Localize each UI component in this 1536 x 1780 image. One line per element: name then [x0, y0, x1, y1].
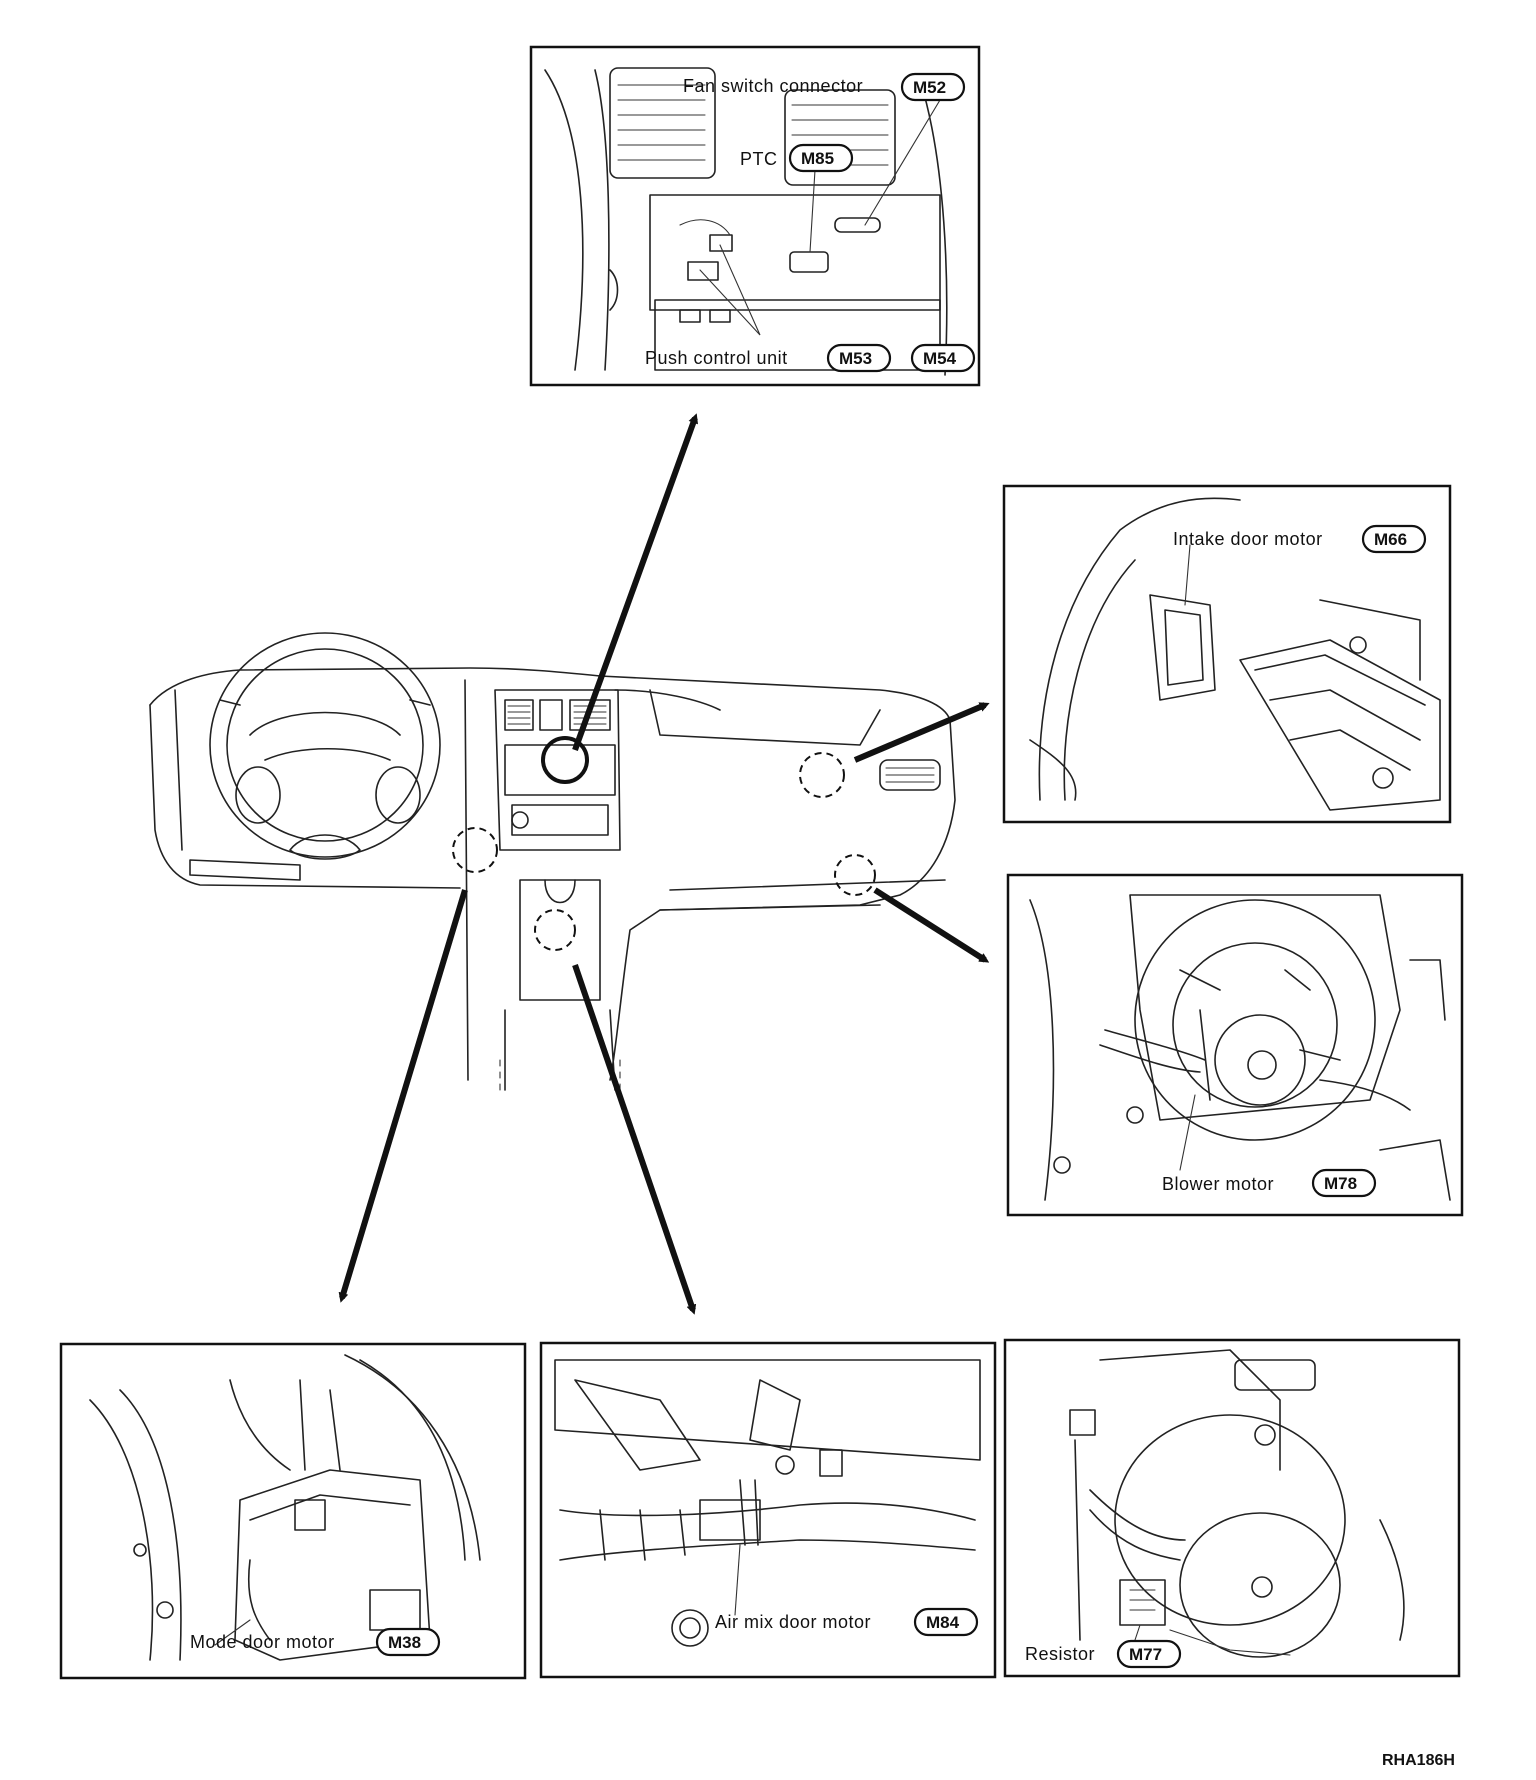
intake-door-motor-code: M66 [1374, 530, 1407, 549]
resistor-label: Resistor [1025, 1644, 1095, 1664]
fan-switch-connector-label: Fan switch connector [683, 76, 863, 96]
ptc-code: M85 [801, 149, 834, 168]
blower-motor-code: M78 [1324, 1174, 1357, 1193]
panel-blower-motor: Blower motor M78 [1006, 873, 1464, 1217]
air-mix-door-motor-code: M84 [926, 1613, 960, 1632]
arrow-to-blower [873, 887, 990, 963]
push-control-unit-code: M53 [839, 349, 872, 368]
arrow-to-airmix [572, 964, 697, 1315]
resistor-code: M77 [1129, 1645, 1162, 1664]
mode-door-motor-label: Mode door motor [190, 1632, 335, 1652]
ptc-label: PTC [740, 149, 778, 169]
panel-mode-door-motor: Mode door motor M38 [59, 1342, 527, 1680]
panel-resistor: Resistor M77 [1003, 1338, 1461, 1678]
panel-intake-door-motor: Intake door motor M66 [1002, 484, 1452, 824]
air-mix-door-motor-label: Air mix door motor [715, 1612, 871, 1632]
figure-reference-id: RHA186H [1382, 1752, 1455, 1769]
location-arrows [338, 413, 990, 1315]
mode-door-motor-code: M38 [388, 1633, 421, 1652]
intake-door-motor-label: Intake door motor [1173, 529, 1323, 549]
arrow-to-mode [338, 889, 468, 1303]
push-control-unit-label: Push control unit [645, 348, 788, 368]
dashboard-overview [149, 632, 956, 1091]
blower-motor-label: Blower motor [1162, 1174, 1274, 1194]
fan-switch-connector-code: M52 [913, 78, 946, 97]
extra-connector-code: M54 [923, 349, 957, 368]
arrow-to-center-console [572, 413, 699, 752]
panel-center-console: Fan switch connector M52 PTC M85 Push co… [529, 45, 981, 387]
arrow-to-intake [853, 702, 990, 763]
panel-air-mix-door-motor: Air mix door motor M84 [539, 1341, 997, 1679]
